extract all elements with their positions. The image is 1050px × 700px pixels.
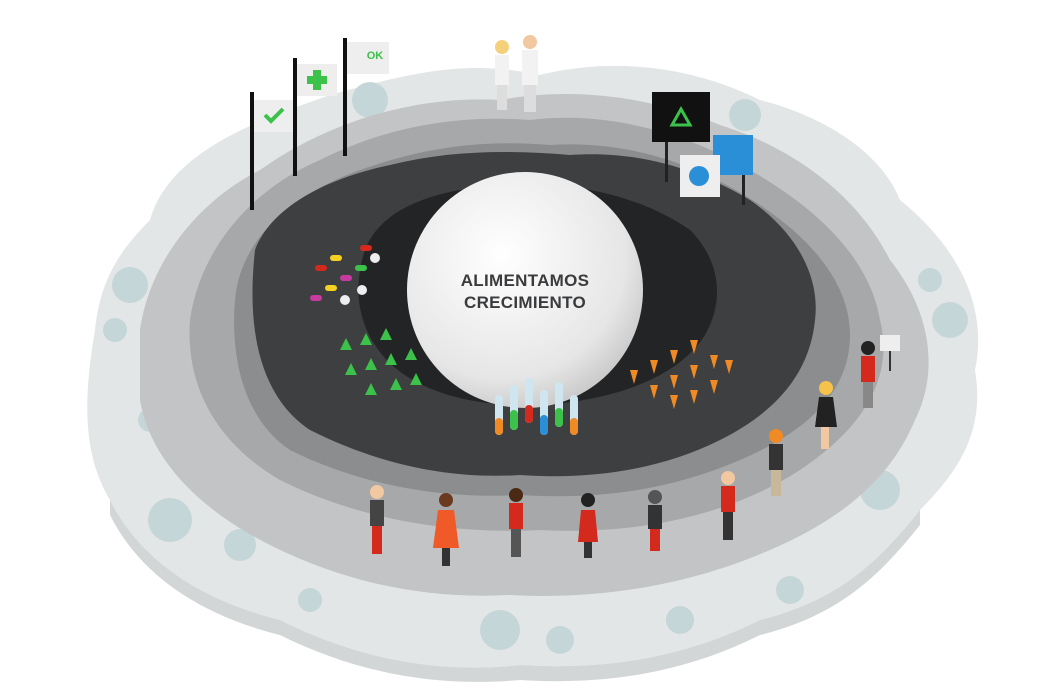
billboards [652,92,753,205]
sphere-label: ALIMENTAMOS CRECIMIENTO [420,270,630,314]
flag-ok-label: OK [366,50,384,62]
carrots-field [630,340,733,409]
plants-field [340,328,422,395]
people [370,335,900,566]
scientists [495,35,538,112]
sphere-label-line2: CRECIMIENTO [464,293,586,312]
pills-field [310,245,380,305]
sphere-label-line1: ALIMENTAMOS [460,271,590,290]
sphere [407,172,643,408]
outer-island-side [110,500,920,682]
test-tubes [495,378,578,435]
flags [250,38,389,210]
